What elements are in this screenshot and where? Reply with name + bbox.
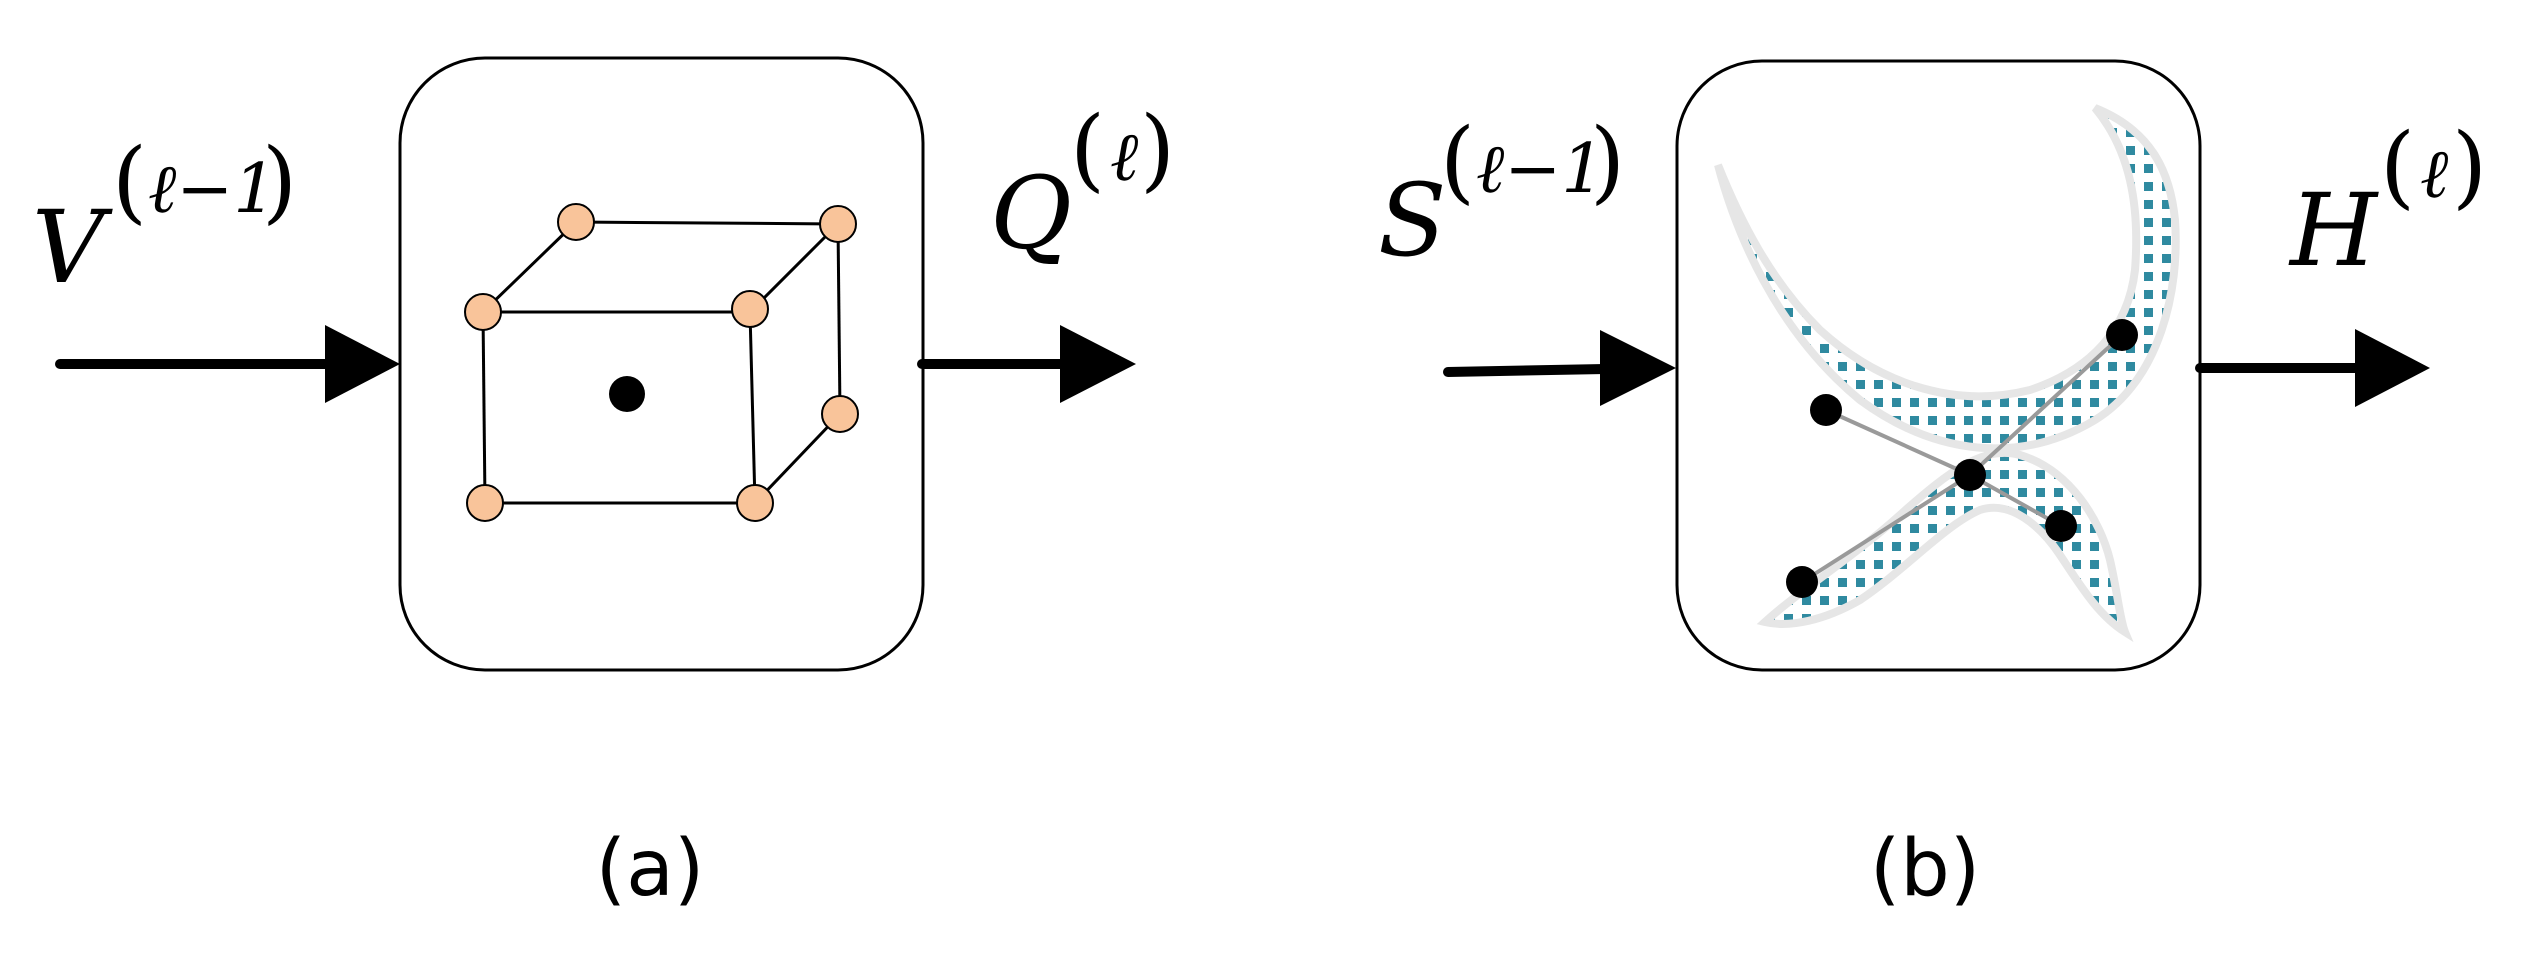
panel-a-output-base: Q — [990, 155, 1072, 272]
panel-b-output-base: H — [2288, 172, 2379, 289]
cube-vertex — [736, 484, 774, 522]
panel-b-input-arrow — [1443, 330, 1676, 406]
crossing-band — [1756, 448, 2134, 643]
panel-a-output-superscript: ℓ — [1110, 118, 1138, 197]
panel-b-input-open-paren: ( — [1440, 109, 1475, 214]
panel-a-caption: (a) — [596, 824, 705, 914]
graph-node — [1810, 394, 1842, 426]
panel-a-input-superscript: ℓ−1 — [148, 150, 277, 229]
cube-vertex — [464, 293, 502, 331]
panel-a-input-open-paren: ( — [112, 129, 147, 234]
cube-vertices — [464, 203, 859, 522]
cube-vertex — [821, 395, 859, 433]
node-links — [1800, 333, 2124, 584]
panel-b-output-arrow — [2195, 329, 2430, 407]
panel-b-input-base: S — [1378, 162, 1447, 279]
crescent-arm — [1714, 104, 2180, 453]
cube-center-point — [609, 376, 645, 412]
graph-node — [1954, 459, 1986, 491]
cube-vertex — [819, 205, 857, 243]
graph-node — [2106, 319, 2138, 351]
panel-a-input-close-paren: ) — [262, 129, 297, 234]
panel-a-output-close-paren: ) — [1140, 97, 1175, 202]
panel-a-input-arrow — [55, 325, 400, 403]
graph-nodes — [1786, 319, 2138, 598]
panel-a-box — [398, 56, 925, 672]
panel-a-output-open-paren: ( — [1070, 97, 1105, 202]
panel-b-input-label: S ( ℓ−1 ) — [1378, 109, 1625, 279]
panel-a-output-label: Q ( ℓ ) — [990, 97, 1175, 272]
panel-b-output-superscript: ℓ — [2420, 135, 2448, 214]
cube-vertex — [557, 203, 595, 241]
panel-b: S ( ℓ−1 ) — [1378, 59, 2487, 914]
graph-node — [2045, 510, 2077, 542]
panel-a: V ( ℓ−1 ) — [32, 56, 1175, 914]
panel-a-input-label: V ( ℓ−1 ) — [32, 129, 297, 306]
panel-a-output-arrow — [917, 325, 1136, 403]
panel-a-input-base: V — [32, 189, 113, 306]
panel-b-caption: (b) — [1870, 824, 1980, 914]
cube-diagram — [481, 220, 842, 505]
cross-shape-diagram — [1714, 104, 2180, 643]
panel-b-output-close-paren: ) — [2452, 114, 2487, 219]
panel-b-input-close-paren: ) — [1590, 109, 1625, 214]
panel-b-input-superscript: ℓ−1 — [1476, 130, 1605, 209]
cube-vertex — [466, 484, 504, 522]
graph-node — [1786, 566, 1818, 598]
panel-b-output-open-paren: ( — [2380, 114, 2415, 219]
panel-b-output-label: H ( ℓ ) — [2288, 114, 2487, 289]
cube-vertex — [731, 290, 769, 328]
